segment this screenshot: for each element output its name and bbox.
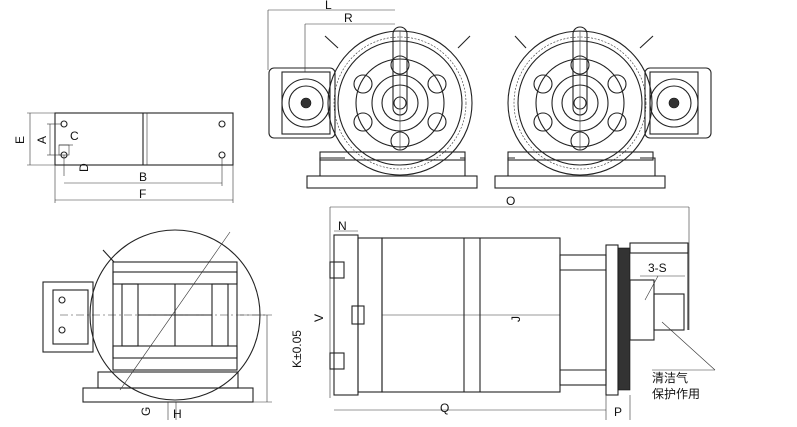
label-l: L	[325, 0, 332, 12]
label-k: K±0.05	[290, 330, 304, 368]
label-h: H	[173, 407, 182, 421]
label-d: D	[77, 163, 91, 172]
label-a: A	[35, 136, 49, 144]
note-line-2: 保护作用	[652, 387, 700, 401]
note-line-1: 清洁气	[652, 370, 688, 385]
label-c: C	[70, 129, 79, 143]
label-r: R	[344, 11, 353, 25]
label-v: V	[312, 314, 326, 322]
plan-view: E A C D B F	[13, 112, 234, 203]
label-e: E	[13, 136, 27, 144]
label-j: J	[509, 316, 523, 322]
label-p: P	[614, 405, 622, 419]
front-view-left: L R	[267, 0, 478, 189]
label-3s: 3-S	[648, 261, 667, 275]
label-n: N	[338, 219, 347, 233]
label-b: B	[139, 170, 147, 184]
front-view-right	[494, 26, 712, 189]
label-o: O	[506, 194, 515, 208]
side-view: O N V J Q P	[312, 194, 716, 420]
label-q: Q	[440, 401, 449, 415]
label-f: F	[139, 187, 146, 201]
end-view: K±0.05 G H	[42, 229, 304, 421]
label-g: G	[139, 407, 153, 416]
